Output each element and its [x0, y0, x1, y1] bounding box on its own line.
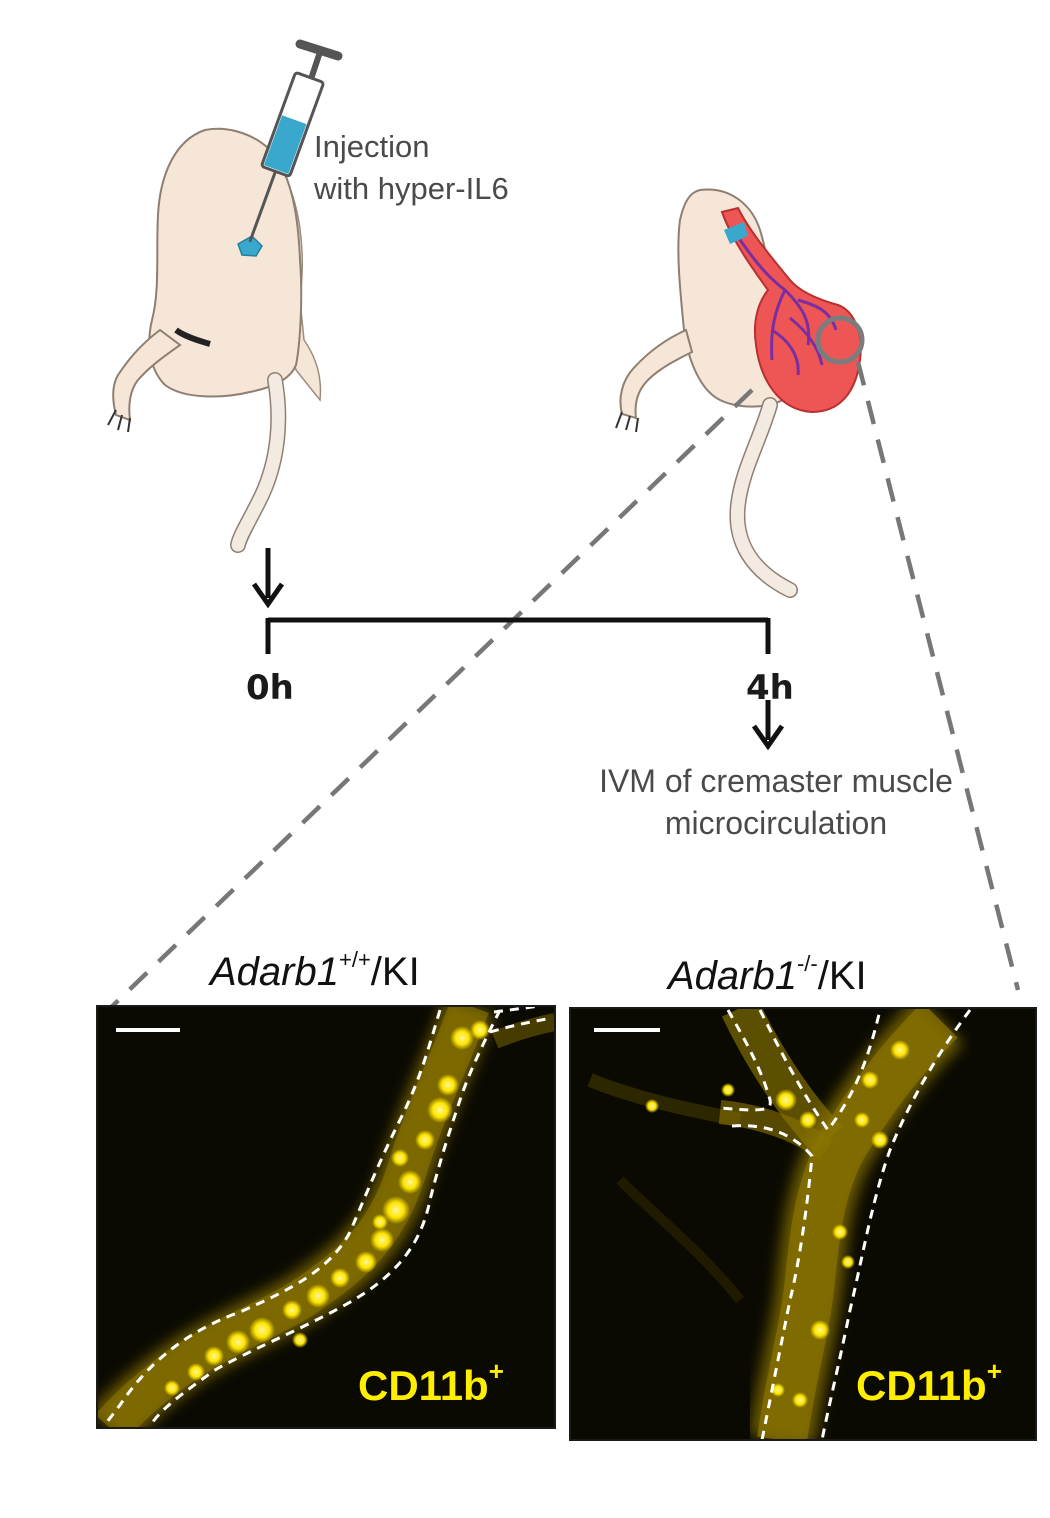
marker-label-left: CD11b+ — [358, 1358, 504, 1410]
injection-label-line1: Injection — [314, 129, 430, 164]
genotype-label-right: Adarb1-/-/KI — [668, 951, 867, 999]
genotype-suffix: /KI — [817, 954, 867, 998]
genotype-label-left: Adarb1+/+/KI — [210, 947, 420, 995]
genotype-gene: Adarb1 — [668, 954, 797, 998]
injection-label: Injection with hyper-IL6 — [314, 126, 509, 210]
ivm-label-line2: microcirculation — [664, 805, 888, 841]
panel-frame-right — [569, 1007, 1037, 1441]
mouse-with-cremaster-icon — [615, 188, 865, 598]
ivm-label: IVM of cremaster muscle microcirculation — [566, 760, 986, 844]
zoom-lines — [96, 361, 1021, 1022]
ivm-label-line1: IVM of cremaster muscle — [599, 763, 953, 799]
marker-label-right: CD11b+ — [856, 1358, 1002, 1410]
timeline — [251, 548, 785, 751]
micrograph-right — [570, 1008, 1036, 1440]
genotype-superscript: +/+ — [338, 947, 371, 972]
genotype-superscript: -/- — [796, 951, 818, 976]
marker-name: CD11b — [856, 1362, 987, 1409]
micrograph-left — [97, 1006, 555, 1428]
marker-superscript: + — [986, 1356, 1002, 1386]
mouse-icon — [107, 127, 322, 553]
genotype-suffix: /KI — [370, 950, 420, 994]
marker-name: CD11b — [358, 1362, 489, 1409]
marker-superscript: + — [488, 1356, 504, 1386]
magnifier-circle-icon — [815, 315, 865, 365]
injection-label-line2: with hyper-IL6 — [314, 171, 509, 206]
panel-frame-left — [96, 1005, 556, 1429]
syringe-icon — [248, 39, 343, 243]
genotype-gene: Adarb1 — [210, 950, 339, 994]
time-start-label: 0h — [246, 668, 294, 708]
cd11b-cells — [164, 1020, 490, 1396]
time-end-label: 4h — [746, 668, 794, 708]
